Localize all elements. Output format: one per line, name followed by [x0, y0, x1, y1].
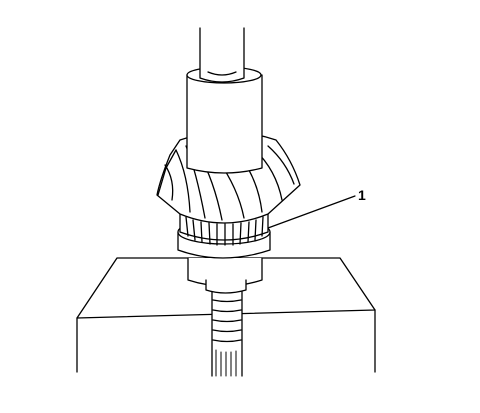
press-rod	[199, 27, 245, 83]
shaft-collar	[187, 257, 263, 294]
callout-label: 1	[358, 187, 366, 203]
pinion-shaft	[211, 283, 243, 377]
callout-leader-line	[267, 195, 356, 229]
press-sleeve	[186, 66, 263, 174]
